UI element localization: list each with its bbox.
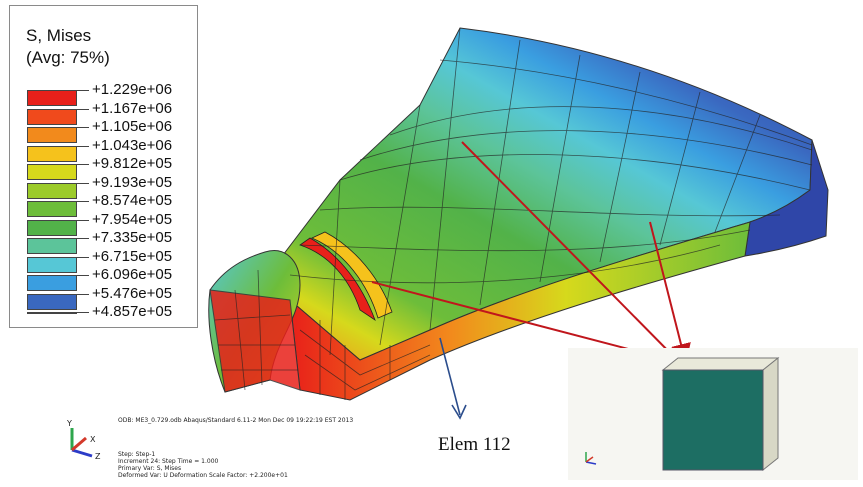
fea-mesh-model[interactable] <box>208 27 829 401</box>
legend-level-label: +1.105e+06 <box>92 118 173 135</box>
deformed-var: Deformed Var: U Deformation Scale Factor… <box>118 472 288 479</box>
legend-swatch <box>27 238 77 254</box>
legend-level-label: +1.229e+06 <box>92 81 173 98</box>
odb-header: ODB: ME3_0.729.odb Abaqus/Standard 6.11-… <box>118 417 354 424</box>
legend-level-label: +8.574e+05 <box>92 192 173 209</box>
legend-level-label: +4.857e+05 <box>92 303 173 320</box>
legend-level-label: +1.043e+06 <box>92 136 173 154</box>
model-inner-face <box>209 289 301 393</box>
legend-tick <box>77 312 89 313</box>
stress-band <box>299 237 376 322</box>
legend-tick <box>77 275 89 276</box>
legend-tick <box>77 145 89 147</box>
legend-tick <box>77 90 89 91</box>
elem-pointer-head <box>451 404 467 420</box>
legend-title: S, Mises <box>26 26 92 45</box>
legend-swatch <box>27 219 77 236</box>
legend-swatch <box>27 293 77 310</box>
legend-swatch <box>27 275 77 291</box>
legend-swatch <box>27 90 77 106</box>
triad-y-label: Y <box>67 419 72 428</box>
element-inset-view[interactable] <box>568 348 858 480</box>
legend-subtitle: (Avg: 75%) <box>26 48 110 67</box>
legend-tick <box>77 238 89 239</box>
legend-level-label: +7.954e+05 <box>92 210 173 228</box>
legend-swatch <box>27 312 77 314</box>
legend-tick <box>77 182 89 184</box>
legend-level-label: +9.193e+05 <box>92 173 173 191</box>
triad-z-label: Z <box>95 452 101 461</box>
triad-x-label: X <box>90 435 96 444</box>
legend-level-label: +6.715e+05 <box>92 247 173 265</box>
triad <box>70 428 93 458</box>
legend-tick <box>77 256 89 258</box>
legend-tick <box>77 164 89 165</box>
elem-112-label: Elem 112 <box>438 434 511 455</box>
increment-info: Increment 24: Step Time = 1.000 <box>118 458 219 465</box>
legend-tick <box>77 293 89 295</box>
primary-var: Primary Var: S, Mises <box>118 465 182 472</box>
legend-level-label: +7.335e+05 <box>92 229 173 246</box>
legend-swatch <box>27 182 77 199</box>
legend-tick <box>77 108 89 110</box>
elem-pointer-arrow <box>439 337 461 416</box>
legend-level-label: +1.167e+06 <box>92 99 173 117</box>
legend-swatch <box>27 164 77 180</box>
legend-level-label: +5.476e+05 <box>92 284 173 302</box>
legend-swatch <box>27 201 77 217</box>
legend-swatch <box>27 256 77 273</box>
legend-swatch <box>27 127 77 143</box>
legend-swatch <box>27 145 77 162</box>
legend-tick <box>77 219 89 221</box>
step-info: Step: Step-1 <box>118 451 156 458</box>
stress-band-2 <box>311 231 393 319</box>
legend-level-label: +9.812e+05 <box>92 155 173 172</box>
arrow-1 <box>461 141 686 369</box>
legend-swatch <box>27 108 77 125</box>
legend-level-label: +6.096e+05 <box>92 266 173 283</box>
contour-legend: S, Mises (Avg: 75%) +1.229e+06+1.167e+06… <box>9 5 198 328</box>
legend-tick <box>77 127 89 128</box>
arrow-2 <box>649 221 691 364</box>
legend-tick <box>77 201 89 202</box>
element-cube <box>585 356 780 472</box>
